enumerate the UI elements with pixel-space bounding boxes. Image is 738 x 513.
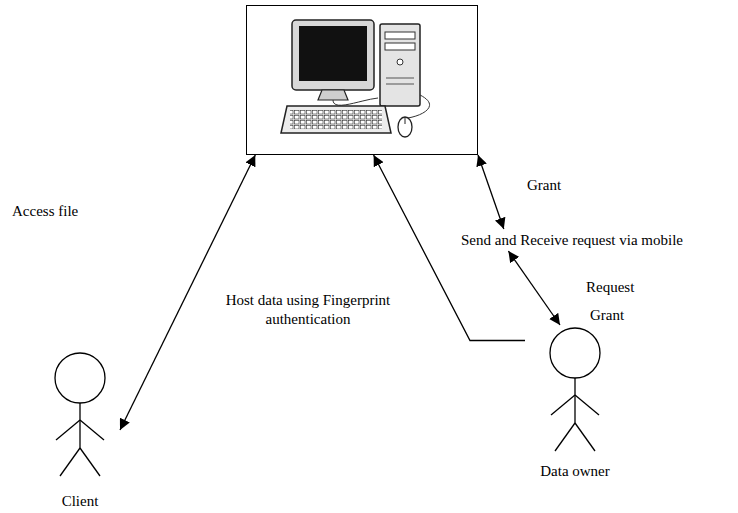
connector-arrow xyxy=(478,155,504,229)
person-head xyxy=(550,328,600,378)
connector-arrow xyxy=(508,251,560,325)
tower-line xyxy=(386,84,414,85)
flow-label: Grant xyxy=(527,176,561,195)
drive-bay xyxy=(385,32,415,39)
keyboard-keys xyxy=(290,110,382,129)
tower xyxy=(380,24,420,106)
person-figure xyxy=(40,350,120,488)
person-limb xyxy=(575,423,595,451)
person-limb xyxy=(79,403,80,448)
actor-figure: Client xyxy=(40,350,120,510)
screen xyxy=(299,26,367,81)
node-text: Send and Receive request via mobile xyxy=(461,231,684,249)
mouse-cable xyxy=(408,95,430,118)
drive-bay xyxy=(385,43,415,50)
person-limb xyxy=(555,423,575,451)
person-limb xyxy=(60,448,80,476)
mouse-button xyxy=(405,117,406,124)
person-limb xyxy=(56,420,80,440)
actor-name: Data owner xyxy=(540,462,610,480)
tower-line xyxy=(386,78,414,79)
actor-name: Client xyxy=(62,492,99,510)
person-limb xyxy=(574,378,575,423)
power-button xyxy=(397,59,403,65)
text-node: Send and Receive request via mobile xyxy=(458,229,687,251)
person-head xyxy=(55,353,105,403)
computer-box xyxy=(246,5,478,155)
monitor xyxy=(292,20,374,90)
cable xyxy=(333,98,378,105)
monitor-stand xyxy=(318,90,348,100)
flow-label: Grant xyxy=(590,306,624,325)
person-limb xyxy=(551,395,575,415)
flow-label: Access file xyxy=(12,202,78,221)
note-label: Host data using Fingerprint authenticati… xyxy=(193,291,423,329)
keyboard xyxy=(281,106,391,133)
person-figure xyxy=(525,325,625,458)
person-limb xyxy=(80,420,104,440)
flow-label: Request xyxy=(586,278,634,297)
actor-figure: Data owner xyxy=(525,325,625,480)
mouse xyxy=(398,117,412,137)
person-limb xyxy=(575,395,599,415)
person-limb xyxy=(80,448,100,476)
